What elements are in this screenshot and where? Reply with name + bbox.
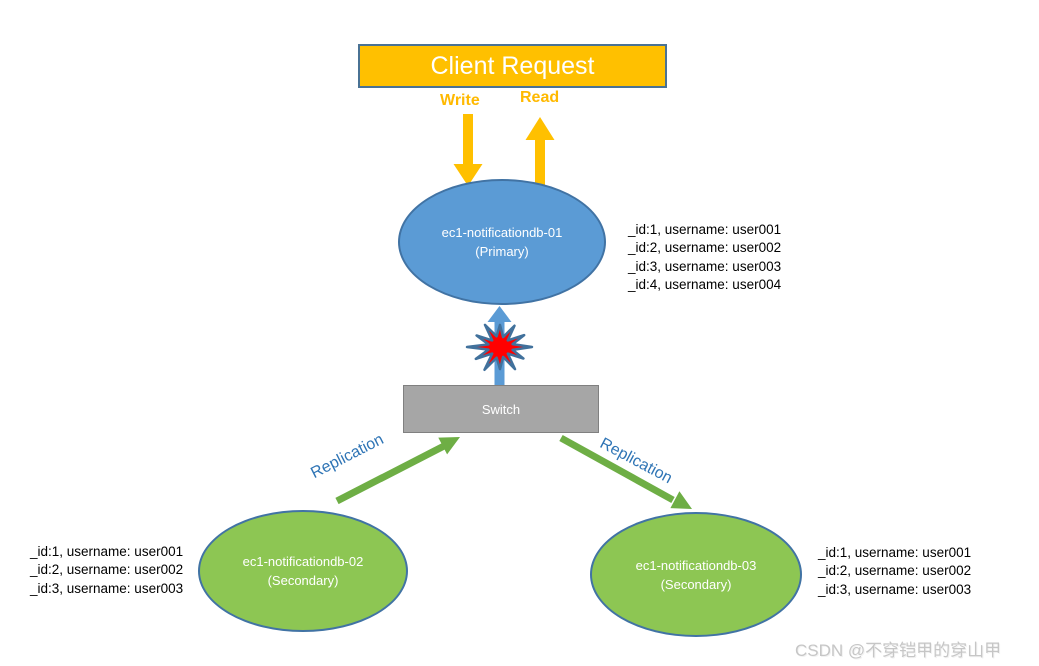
node-primary-role: (Primary) [475,244,529,259]
record-line: _id:1, username: user001 [30,544,184,559]
node-secondary-03-role: (Secondary) [660,576,732,592]
record-line: _id:2, username: user002 [30,562,184,578]
node-secondary-03: ec1-notificationdb-03 (Secondary) [590,512,802,637]
record-line: _id:3, username: user003 [818,581,972,597]
record-line: _id:2, username: user002 [818,563,972,579]
read-flow-label: Read [520,89,560,106]
node-secondary-02-role: (Secondary) [267,573,339,588]
arrow-down-icon [453,114,483,186]
record-line: _id:1, username: user001 [628,222,782,237]
replication-label-left: Replication [308,431,387,483]
record-line: _id:4, username: user004 [628,277,782,293]
primary-records: _id:1, username: user001 _id:2, username… [628,221,781,295]
arrow-up-icon [487,306,512,385]
node-secondary-03-name: ec1-notificationdb-03 [635,557,757,573]
client-request-label: Client Request [430,51,595,80]
secondary-02-records: _id:1, username: user001 _id:2, username… [30,543,183,598]
node-secondary-02-name: ec1-notificationdb-02 [242,554,364,569]
csdn-watermark: CSDN @不穿铠甲的穿山甲 [795,641,1002,660]
client-request-box: Client Request [358,44,667,88]
secondary-03-records: _id:1, username: user001 _id:2, username… [818,544,971,599]
record-line: _id:2, username: user002 [628,240,782,256]
write-flow-label: Write [440,92,480,109]
record-line: _id:3, username: user003 [628,258,782,274]
switch-label: Switch [481,401,521,417]
node-primary-name: ec1-notificationdb-01 [441,225,563,240]
record-line: _id:3, username: user003 [30,580,184,596]
explosion-burst-icon [465,323,534,372]
record-line: _id:1, username: user001 [818,545,972,560]
node-switch: Switch [403,385,599,433]
node-secondary-02: ec1-notificationdb-02 (Secondary) [198,510,408,632]
replication-label-right: Replication [597,435,675,488]
node-primary: ec1-notificationdb-01 (Primary) [398,179,606,305]
arrow-up-icon [525,117,555,186]
